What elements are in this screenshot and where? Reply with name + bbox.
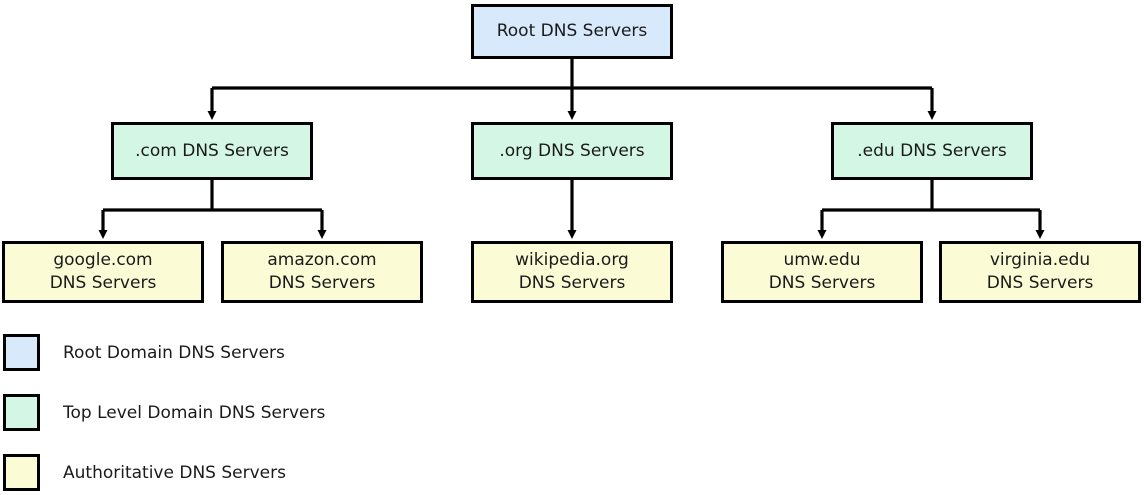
node-tld-org[interactable]: .org DNS Servers (471, 122, 673, 180)
legend-item-authoritative: Authoritative DNS Servers (3, 454, 286, 491)
legend-label-top-level-domain: Top Level Domain DNS Servers (63, 402, 326, 423)
node-authoritative-wikipedia-org[interactable]: wikipedia.org DNS Servers (471, 241, 673, 303)
node-authoritative-virginia-edu[interactable]: virginia.edu DNS Servers (939, 241, 1141, 303)
legend-item-top-level-domain: Top Level Domain DNS Servers (3, 394, 325, 431)
node-tld-com[interactable]: .com DNS Servers (111, 122, 313, 180)
node-authoritative-amazon-com[interactable]: amazon.com DNS Servers (221, 241, 423, 303)
node-root-dns-servers[interactable]: Root DNS Servers (471, 4, 673, 59)
node-authoritative-umw-edu[interactable]: umw.edu DNS Servers (721, 241, 923, 303)
legend-label-root-domain: Root Domain DNS Servers (63, 342, 285, 363)
legend-swatch-top-level-domain (3, 394, 40, 431)
legend-item-root-domain: Root Domain DNS Servers (3, 334, 285, 371)
node-tld-edu[interactable]: .edu DNS Servers (831, 122, 1033, 180)
node-authoritative-google-com[interactable]: google.com DNS Servers (2, 241, 204, 303)
legend-label-authoritative: Authoritative DNS Servers (63, 462, 286, 483)
legend-swatch-root-domain (3, 334, 40, 371)
legend-swatch-authoritative (3, 454, 40, 491)
